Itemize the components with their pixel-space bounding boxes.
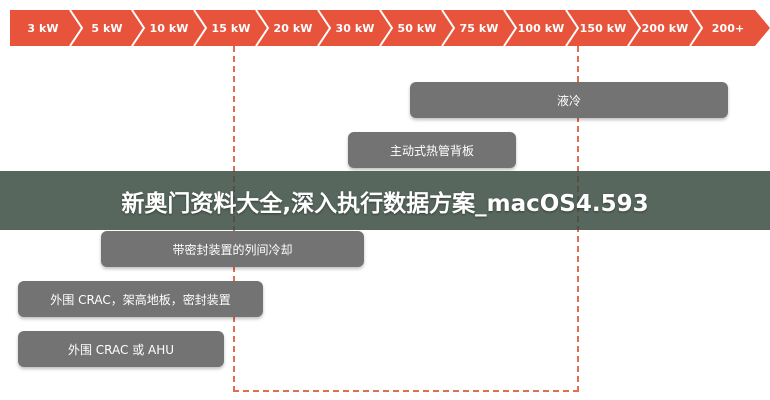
chevron-divider — [69, 10, 84, 46]
chevron-divider — [193, 10, 208, 46]
chevron-divider — [441, 10, 456, 46]
chevron-divider — [255, 10, 270, 46]
scale-label-50kw: 50 kW — [397, 21, 437, 35]
scale-label-150kw: 150 kW — [579, 21, 627, 35]
scale-label-3kw: 3 kW — [27, 21, 59, 35]
cooling-active-rear-door: 主动式热管背板 — [348, 132, 516, 168]
scale-label-10kw: 10 kW — [149, 21, 189, 35]
chevron-divider — [379, 10, 394, 46]
power-scale-bar: 3 kW 5 kW 10 kW 15 kW 20 kW 30 kW 50 kW … — [10, 10, 770, 46]
scale-label-30kw: 30 kW — [335, 21, 375, 35]
scale-label-15kw: 15 kW — [211, 21, 251, 35]
cooling-in-row-sealed: 带密封装置的列间冷却 — [101, 231, 364, 267]
chevron-divider — [131, 10, 146, 46]
cooling-perimeter-contained: 外围 CRAC，架高地板，密封装置 — [18, 281, 263, 317]
chevron-divider — [317, 10, 332, 46]
power-scale-arrows — [10, 10, 770, 46]
scale-chevron-dividers — [69, 10, 704, 46]
scale-label-200-plus: 200+ — [711, 21, 745, 35]
cooling-liquid: 液冷 — [410, 82, 728, 118]
cooling-perimeter-basic: 外围 CRAC 或 AHU — [18, 331, 224, 367]
scale-label-75kw: 75 kW — [459, 21, 499, 35]
scale-label-100kw: 100 kW — [517, 21, 565, 35]
chevron-divider — [503, 10, 518, 46]
scale-label-5kw: 5 kW — [91, 21, 123, 35]
scale-label-20kw: 20 kW — [273, 21, 313, 35]
scale-label-200kw: 200 kW — [641, 21, 689, 35]
chevron-divider — [627, 10, 642, 46]
chevron-divider — [689, 10, 704, 46]
banner-title: 新奥门资料大全,深入执行数据方案_macOS4.593 — [121, 190, 649, 217]
chevron-divider — [565, 10, 580, 46]
title-banner: 新奥门资料大全,深入执行数据方案_macOS4.593 — [0, 171, 770, 230]
